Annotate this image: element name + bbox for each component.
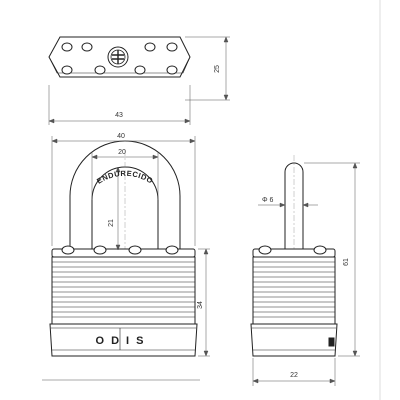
keyhole-icon: [107, 46, 129, 68]
dim-label-side-shackle-diameter: Φ 6: [262, 197, 274, 204]
front-laminations: [52, 261, 195, 318]
side-laminations: [253, 261, 335, 318]
side-view: [250, 155, 360, 386]
dim-label-side-depth: 22: [290, 372, 298, 379]
dim-label-front-body-height: 34: [197, 301, 204, 309]
dimension-top-width: [48, 85, 191, 125]
front-shackle: [69, 140, 181, 251]
dimension-front-shackle-width: [91, 152, 159, 200]
top-view-rivets: [61, 42, 178, 75]
dimension-front-body-height: [198, 248, 210, 357]
side-key-slot: [328, 337, 335, 347]
dimension-front-clearance: [115, 166, 121, 251]
dim-label-side-total-height: 61: [343, 258, 350, 266]
dim-label-front-body-width: 40: [117, 133, 125, 140]
dimension-top-height: [185, 36, 230, 101]
dimension-side-depth: [252, 358, 336, 386]
front-view: [42, 136, 210, 381]
top-view: [48, 36, 230, 125]
brand-label: ODIS: [96, 335, 151, 347]
front-bottom-plate: [49, 323, 198, 357]
side-laminated-body: [252, 256, 336, 325]
side-bottom-plate: [250, 323, 338, 357]
dim-label-front-clearance: 21: [108, 219, 115, 227]
dim-label-top-width: 43: [115, 112, 123, 119]
dimension-side-shackle-diameter: [258, 202, 318, 208]
dimension-front-body-width: [51, 136, 196, 246]
side-top-rivets: [258, 245, 327, 255]
dimension-side-total-height: [304, 162, 360, 357]
front-laminated-body: [51, 256, 196, 325]
dim-label-front-shackle-width: 20: [118, 149, 126, 156]
dim-label-top-height: 25: [214, 65, 221, 73]
top-view-shoulders: [48, 56, 191, 74]
front-top-rivets: [61, 245, 179, 255]
